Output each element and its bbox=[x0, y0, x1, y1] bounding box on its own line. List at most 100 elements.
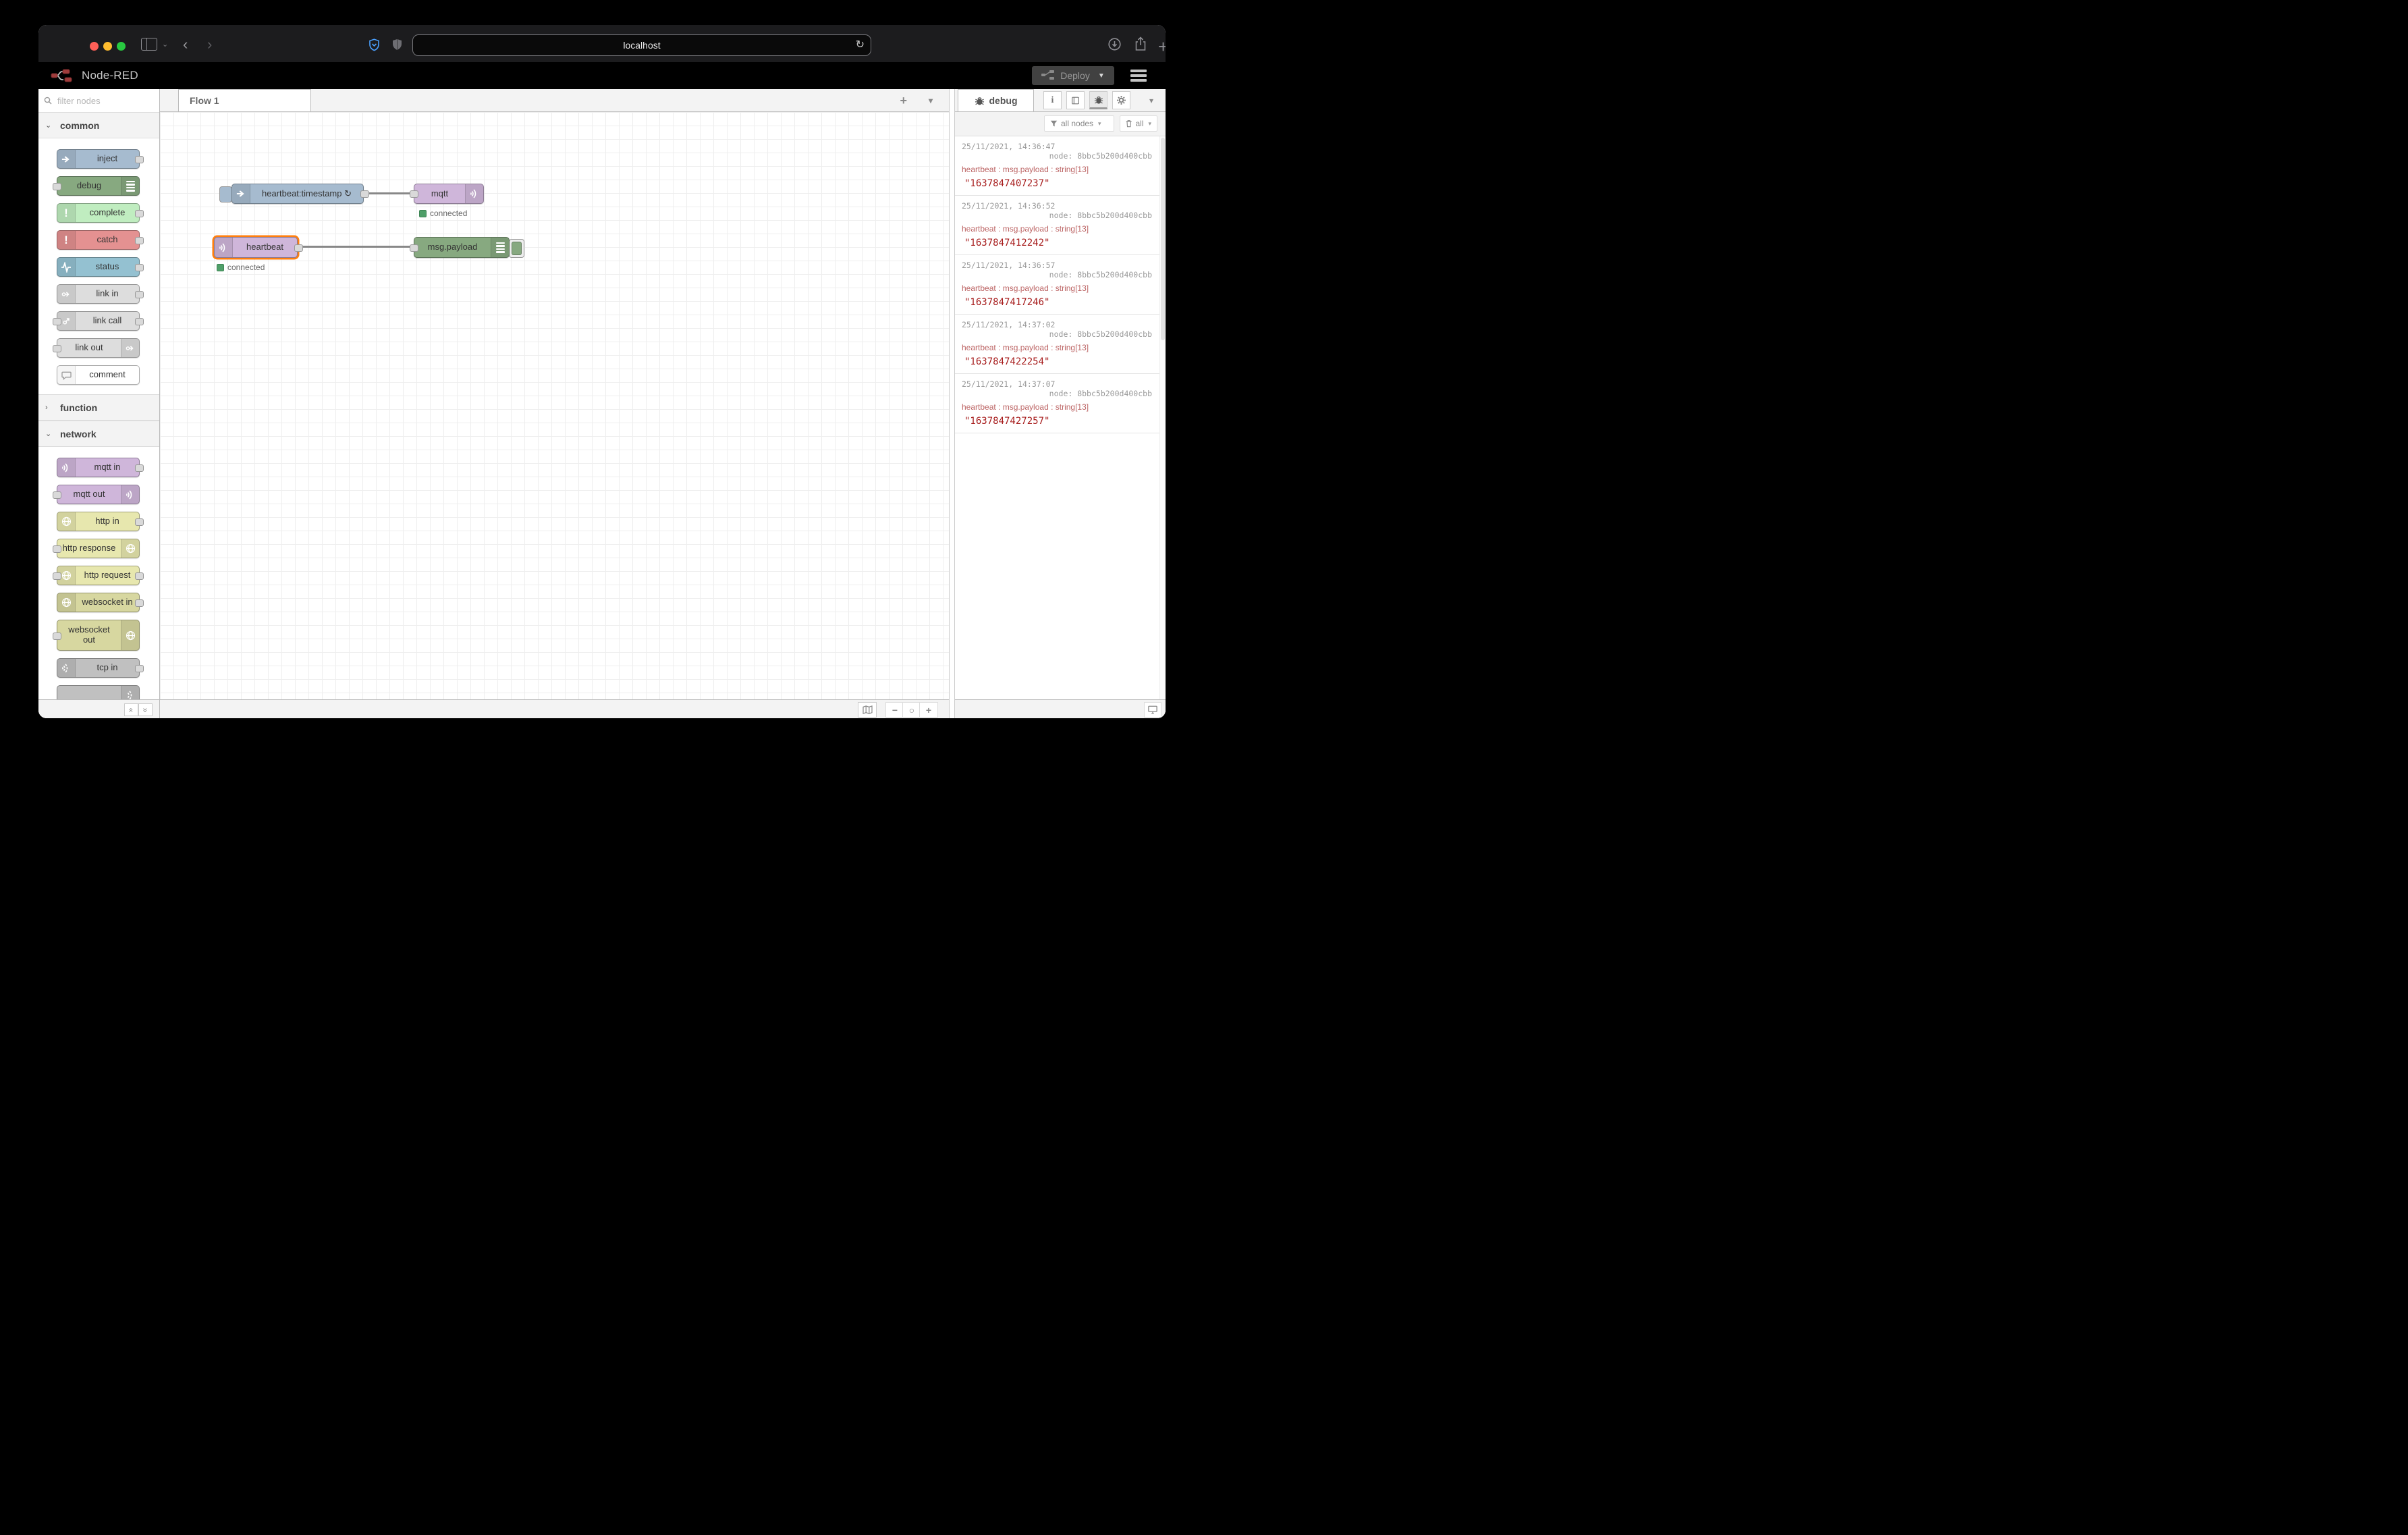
tab-debug[interactable]: debug bbox=[958, 89, 1034, 111]
input-port[interactable] bbox=[53, 491, 61, 499]
extension-shield-icon[interactable] bbox=[392, 38, 402, 51]
wire[interactable] bbox=[366, 192, 413, 194]
output-port[interactable] bbox=[135, 572, 144, 580]
category-function[interactable]: › function bbox=[38, 394, 159, 421]
palette-node-inject[interactable]: inject bbox=[57, 149, 144, 169]
close-window-button[interactable] bbox=[90, 42, 99, 51]
forward-button[interactable]: › bbox=[207, 36, 213, 53]
flow-canvas[interactable]: heartbeat:timestamp ↻ mqtt connected bbox=[160, 112, 949, 699]
output-port[interactable] bbox=[135, 599, 144, 607]
palette-node-tcp-in[interactable]: tcp in bbox=[57, 658, 144, 678]
output-port[interactable] bbox=[294, 244, 303, 252]
debug-filter-button[interactable]: all nodes ▾ bbox=[1044, 115, 1114, 132]
palette-node-websocket-out[interactable]: websocket out bbox=[53, 620, 140, 651]
help-tab-button[interactable] bbox=[1066, 91, 1085, 109]
flow-node-inject-heartbeat[interactable]: heartbeat:timestamp ↻ bbox=[231, 184, 364, 204]
output-port[interactable] bbox=[135, 464, 144, 472]
palette-node-mqtt-in[interactable]: mqtt in bbox=[57, 458, 144, 477]
new-tab-icon[interactable]: + bbox=[1158, 36, 1166, 57]
debug-clear-button[interactable]: all ▾ bbox=[1120, 115, 1157, 132]
share-icon[interactable] bbox=[1134, 36, 1147, 51]
palette-node-http-request[interactable]: http request bbox=[53, 566, 144, 585]
input-port[interactable] bbox=[53, 632, 61, 640]
debug-filter-row: all nodes ▾ all ▾ bbox=[955, 112, 1166, 136]
open-debug-window-button[interactable] bbox=[1144, 702, 1161, 718]
reload-icon[interactable]: ↻ bbox=[855, 39, 865, 51]
input-port[interactable] bbox=[53, 572, 61, 580]
info-tab-button[interactable]: i bbox=[1043, 91, 1062, 109]
input-port[interactable] bbox=[53, 545, 61, 553]
output-port[interactable] bbox=[135, 318, 144, 325]
tab-flow1[interactable]: Flow 1 bbox=[178, 89, 311, 111]
palette-node-websocket-in[interactable]: websocket in bbox=[57, 593, 144, 612]
output-port[interactable] bbox=[135, 237, 144, 244]
url-bar[interactable]: localhost ↻ bbox=[412, 34, 871, 56]
deploy-chevron-icon[interactable]: ▼ bbox=[1097, 72, 1105, 80]
palette-node-partial[interactable] bbox=[57, 685, 140, 699]
palette-node-catch[interactable]: !catch bbox=[57, 230, 144, 250]
palette-node-debug[interactable]: debug bbox=[53, 176, 140, 196]
sidebar-chevron-icon[interactable]: ⌄ bbox=[162, 41, 169, 49]
palette-scroll-up-button[interactable]: « bbox=[124, 703, 138, 716]
flow-node-debug-payload[interactable]: msg.payload bbox=[414, 237, 510, 258]
privacy-shield-icon[interactable] bbox=[368, 38, 380, 51]
output-port[interactable] bbox=[135, 264, 144, 271]
zoom-in-button[interactable]: + bbox=[919, 702, 938, 718]
minimize-window-button[interactable] bbox=[103, 42, 112, 51]
input-port[interactable] bbox=[53, 183, 61, 190]
palette-node-link-in[interactable]: link in bbox=[57, 284, 144, 304]
flow-list-chevron-icon[interactable]: ▾ bbox=[928, 96, 933, 105]
palette-node-http-in[interactable]: http in bbox=[57, 512, 144, 531]
output-port[interactable] bbox=[135, 156, 144, 163]
zoom-out-button[interactable]: − bbox=[885, 702, 904, 718]
back-button[interactable]: ‹ bbox=[183, 36, 188, 53]
palette-node-status[interactable]: status bbox=[57, 257, 144, 277]
flow-node-mqtt-in-heartbeat[interactable]: heartbeat bbox=[214, 237, 298, 258]
output-port[interactable] bbox=[135, 518, 144, 526]
filter-nodes-input[interactable] bbox=[56, 95, 140, 107]
input-port[interactable] bbox=[53, 318, 61, 325]
wire[interactable] bbox=[300, 246, 411, 248]
sidebar-toggle-icon[interactable] bbox=[141, 38, 157, 51]
main-menu-button[interactable] bbox=[1130, 70, 1147, 82]
palette-scroll[interactable]: ⌄ common inject debug !complete bbox=[38, 113, 159, 699]
palette-search[interactable] bbox=[38, 89, 159, 113]
palette-node-link-out[interactable]: link out bbox=[53, 338, 140, 358]
add-flow-button[interactable]: + bbox=[900, 94, 907, 107]
category-common[interactable]: ⌄ common bbox=[38, 113, 159, 138]
palette-node-complete[interactable]: !complete bbox=[57, 203, 144, 223]
input-port[interactable] bbox=[410, 190, 418, 198]
debug-toggle-button[interactable] bbox=[509, 239, 524, 258]
palette-node-http-response[interactable]: http response bbox=[53, 539, 140, 558]
output-port[interactable] bbox=[135, 291, 144, 298]
flow-node-mqtt-out[interactable]: mqtt bbox=[414, 184, 484, 204]
input-port[interactable] bbox=[410, 244, 418, 252]
inject-trigger-button[interactable] bbox=[219, 186, 232, 203]
palette-scroll-down-button[interactable]: » bbox=[138, 703, 153, 716]
sidebar-chevron-icon[interactable]: ▾ bbox=[1149, 96, 1153, 105]
scrollbar-thumb[interactable] bbox=[1161, 138, 1165, 340]
deploy-button[interactable]: Deploy ▼ bbox=[1032, 66, 1114, 85]
category-network[interactable]: ⌄ network bbox=[38, 421, 159, 447]
zoom-window-button[interactable] bbox=[117, 42, 126, 51]
scrollbar[interactable] bbox=[1159, 136, 1166, 699]
output-port[interactable] bbox=[135, 210, 144, 217]
palette-node-link-call[interactable]: link call bbox=[53, 311, 144, 331]
downloads-icon[interactable] bbox=[1108, 38, 1121, 51]
sidebar-resize-handle[interactable] bbox=[949, 89, 955, 718]
config-tab-button[interactable] bbox=[1112, 91, 1130, 109]
input-port[interactable] bbox=[53, 345, 61, 352]
output-port[interactable] bbox=[360, 190, 369, 198]
palette-node-comment[interactable]: comment bbox=[57, 365, 140, 385]
navigator-map-button[interactable] bbox=[858, 702, 877, 718]
zoom-reset-button[interactable]: ○ bbox=[902, 702, 921, 718]
palette-node-mqtt-out[interactable]: mqtt out bbox=[53, 485, 140, 504]
output-port[interactable] bbox=[135, 665, 144, 672]
debug-tab-button[interactable] bbox=[1089, 91, 1107, 109]
